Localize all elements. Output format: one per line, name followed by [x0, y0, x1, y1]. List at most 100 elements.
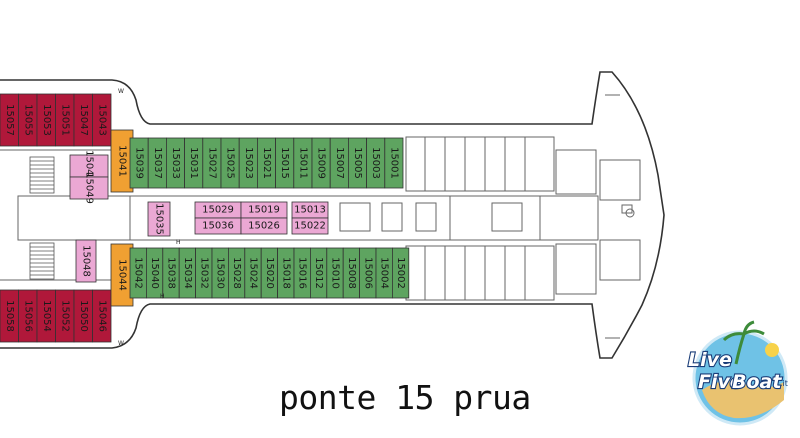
cabin-15047-label: 15047 — [78, 104, 89, 136]
cabin-15027[interactable]: 15027 — [202, 137, 222, 189]
cabin-15026-box — [240, 217, 288, 235]
cabin-15001-label: 15001 — [388, 147, 399, 179]
cabin-15058[interactable]: 15058 — [0, 289, 19, 343]
cabin-15049[interactable]: 15049 — [69, 172, 109, 204]
cabin-15012[interactable]: 15012 — [309, 247, 328, 299]
cabin-15043-box — [92, 93, 112, 147]
cabin-15007[interactable]: 15007 — [329, 137, 349, 189]
cabin-15005[interactable]: 15005 — [347, 137, 367, 189]
cabin-15032[interactable]: 15032 — [195, 247, 213, 299]
cabin-15011[interactable]: 15011 — [293, 137, 313, 189]
cabin-15035[interactable]: 15035 — [147, 201, 171, 237]
cabin-15027-label: 15027 — [206, 147, 217, 179]
cabin-15053[interactable]: 15053 — [36, 93, 56, 147]
livefiveboat-logo: Live Five Boat .it — [687, 320, 788, 426]
corridor-main — [17, 195, 599, 241]
cabin-15047[interactable]: 15047 — [73, 93, 93, 147]
stairs — [29, 156, 55, 280]
cabin-15051[interactable]: 15051 — [55, 93, 75, 147]
cabin-15035-label: 15035 — [154, 203, 165, 235]
cabin-15009[interactable]: 15009 — [311, 137, 331, 189]
cabin-15026[interactable]: 15026 — [240, 217, 288, 235]
cabin-15054[interactable]: 15054 — [36, 289, 56, 343]
hull-outline — [0, 71, 665, 359]
cabin-15049-label: 15049 — [84, 172, 95, 204]
lift-marker-1: H — [160, 293, 165, 300]
cabin-15024[interactable]: 15024 — [244, 247, 262, 299]
wc-marker-top: W — [118, 88, 124, 95]
cabin-15055[interactable]: 15055 — [18, 93, 38, 147]
cabin-15034[interactable]: 15034 — [178, 247, 196, 299]
cabin-15025[interactable]: 15025 — [220, 137, 240, 189]
cabin-15046-label: 15046 — [96, 300, 107, 332]
cabin-15050[interactable]: 15050 — [73, 289, 93, 343]
cabin-15022-label: 15022 — [294, 221, 326, 232]
cabin-15023[interactable]: 15023 — [238, 137, 258, 189]
cabin-15031-label: 15031 — [188, 147, 199, 179]
cabin-15040[interactable]: 15040 — [145, 247, 164, 299]
cabin-15038[interactable]: 15038 — [162, 247, 180, 299]
cabin-15035-box — [147, 201, 171, 237]
cabin-15028[interactable]: 15028 — [227, 247, 246, 299]
cabin-15057[interactable]: 15057 — [0, 93, 19, 147]
cabin-15050-label: 15050 — [78, 300, 89, 332]
cabin-15004[interactable]: 15004 — [375, 247, 393, 299]
cabin-15044-label: 15044 — [117, 259, 128, 291]
cabin-15037[interactable]: 15037 — [147, 137, 167, 189]
cabin-15043[interactable]: 15043 — [92, 93, 112, 147]
cabin-15048[interactable]: 15048 — [75, 239, 97, 283]
cabin-15055-label: 15055 — [22, 104, 33, 136]
cabin-15016-label: 15016 — [297, 257, 308, 289]
cabin-15013[interactable]: 15013 — [291, 201, 329, 219]
cabin-15020[interactable]: 15020 — [260, 247, 279, 299]
cabin-15010[interactable]: 15010 — [326, 247, 344, 299]
cabin-15025-label: 15025 — [225, 147, 236, 179]
cabin-15043-label: 15043 — [96, 104, 107, 136]
cabin-15041-label: 15041 — [117, 145, 128, 177]
cabin-15048-label: 15048 — [81, 245, 92, 277]
cabin-15021[interactable]: 15021 — [256, 137, 276, 189]
cabin-15016[interactable]: 15016 — [293, 247, 311, 299]
cabin-15001[interactable]: 15001 — [384, 137, 404, 189]
cabin-15006[interactable]: 15006 — [359, 247, 377, 299]
cabin-15019[interactable]: 15019 — [240, 201, 288, 219]
logo-island — [702, 380, 784, 419]
cabin-15056[interactable]: 15056 — [18, 289, 38, 343]
logo-sun-icon — [765, 343, 779, 357]
cabin-15003[interactable]: 15003 — [366, 137, 386, 189]
cabin-15002[interactable]: 15002 — [391, 247, 410, 299]
cabin-15009-label: 15009 — [316, 147, 327, 179]
cabin-15039[interactable]: 15039 — [129, 137, 149, 189]
cabin-15040-label: 15040 — [149, 257, 160, 289]
cabin-15008-label: 15008 — [346, 257, 357, 289]
cabin-15041[interactable]: 15041 — [110, 129, 134, 193]
cabin-15013-label: 15013 — [294, 205, 326, 216]
cabin-15030[interactable]: 15030 — [211, 247, 229, 299]
cabin-15046[interactable]: 15046 — [92, 289, 112, 343]
cabin-15018-label: 15018 — [280, 257, 291, 289]
cabin-15039-label: 15039 — [134, 147, 145, 179]
cabin-15006-label: 15006 — [362, 257, 373, 289]
cabin-15048-box — [75, 239, 97, 283]
wc-marker-bottom: W — [118, 340, 124, 347]
logo-suffix: .it — [780, 379, 788, 388]
cabin-15038-label: 15038 — [166, 257, 177, 289]
cabin-15004-label: 15004 — [379, 257, 390, 289]
cabin-15012-label: 15012 — [313, 257, 324, 289]
cabin-15022[interactable]: 15022 — [291, 217, 329, 235]
cabin-15036[interactable]: 15036 — [194, 217, 242, 235]
cabin-15033[interactable]: 15033 — [165, 137, 185, 189]
cabin-15008[interactable]: 15008 — [342, 247, 361, 299]
cabin-15042[interactable]: 15042 — [129, 247, 147, 299]
markers: W W H H — [118, 88, 181, 347]
cabin-15054-label: 15054 — [41, 300, 52, 332]
cabin-15011-label: 15011 — [297, 147, 308, 179]
cabin-15024-label: 15024 — [248, 257, 259, 289]
cabin-15031[interactable]: 15031 — [184, 137, 204, 189]
cabin-15052[interactable]: 15052 — [55, 289, 75, 343]
logo-word-live: Live — [688, 349, 732, 371]
cabin-15029[interactable]: 15029 — [194, 201, 242, 219]
cabin-15026-label: 15026 — [248, 221, 280, 232]
cabin-15015[interactable]: 15015 — [275, 137, 295, 189]
cabin-15018[interactable]: 15018 — [277, 247, 295, 299]
